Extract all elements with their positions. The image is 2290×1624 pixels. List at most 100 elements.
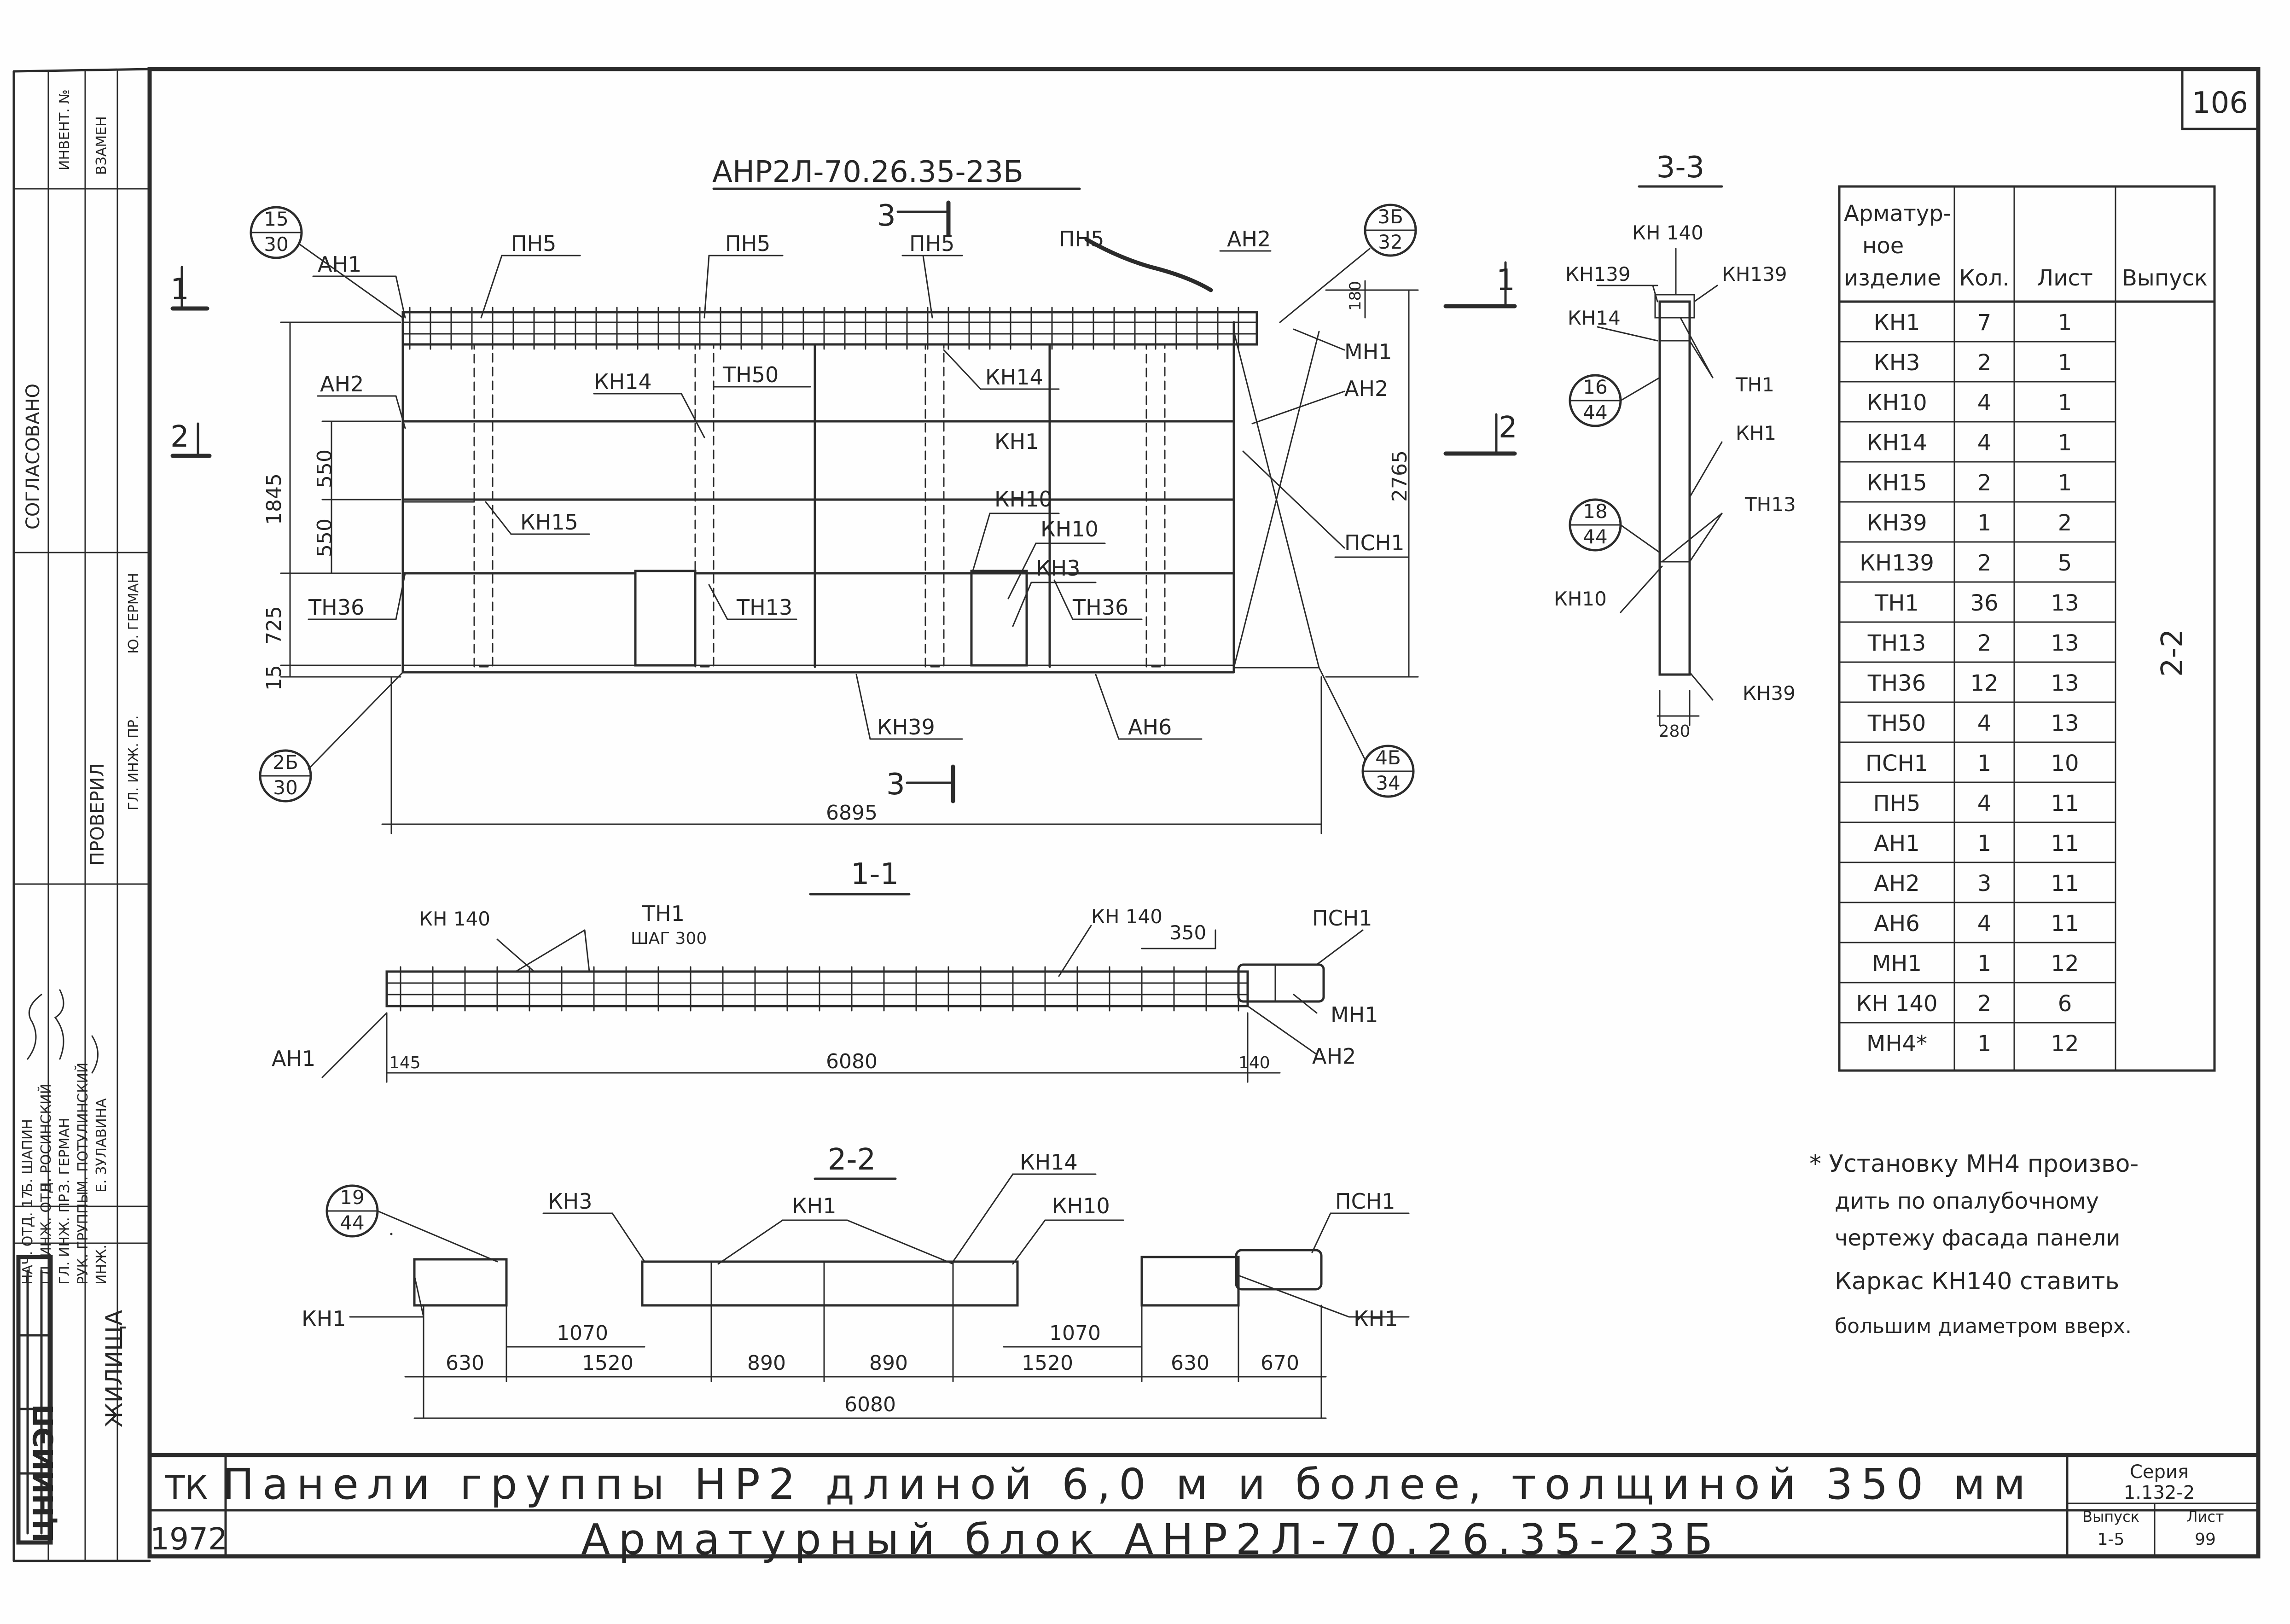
svg-text:180: 180 [1346, 281, 1365, 311]
svg-text:Каркас КН140 ставить: Каркас КН140 ставить [1835, 1268, 2119, 1295]
svg-text:350: 350 [1169, 921, 1206, 944]
table-cell-item: КН1 [1874, 310, 1920, 336]
stamp-vzamen: ВЗАМЕН [93, 116, 110, 175]
table-cell-item: ТН50 [1867, 710, 1926, 736]
table-cell-sheet: 11 [2051, 911, 2079, 937]
svg-text:15: 15 [262, 665, 286, 691]
table-cell-sheet: 12 [2051, 1031, 2079, 1057]
svg-text:140: 140 [1238, 1054, 1270, 1072]
svg-text:КН 140: КН 140 [419, 908, 490, 930]
svg-text:ТН50: ТН50 [722, 362, 779, 387]
svg-text:550: 550 [313, 518, 337, 557]
table-cell-qty: 1 [1977, 510, 1992, 536]
svg-text:1.132-2: 1.132-2 [2124, 1482, 2195, 1503]
svg-text:19: 19 [340, 1186, 364, 1209]
svg-text:Лист: Лист [2186, 1508, 2224, 1525]
table-cell-sheet: 1 [2058, 310, 2072, 336]
table-cell-qty: 4 [1977, 911, 1992, 937]
svg-text:ПСН1: ПСН1 [1344, 530, 1405, 555]
svg-text:30: 30 [273, 776, 297, 799]
title-block [147, 1453, 2261, 1558]
table-cell-qty: 3 [1977, 871, 1992, 896]
detail-callouts-elevation [250, 204, 1417, 803]
table-cell-qty: 1 [1977, 951, 1992, 977]
stamp-checker-role: ГЛ. ИНЖ. ПР. [126, 716, 142, 811]
table-cell-qty: 2 [1977, 991, 1992, 1017]
svg-text:1: 1 [1496, 263, 1515, 297]
svg-text:1070: 1070 [557, 1321, 608, 1345]
table-cell-item: АН6 [1874, 911, 1919, 937]
svg-text:КН139: КН139 [1565, 263, 1631, 285]
svg-text:КН 140: КН 140 [1632, 221, 1703, 244]
svg-text:ГЛ. ИНЖ. ПР.: ГЛ. ИНЖ. ПР. [57, 1190, 73, 1285]
table-cell-item: ТН36 [1867, 670, 1926, 696]
svg-text:145: 145 [389, 1054, 421, 1072]
table-cell-sheet: 1 [2058, 350, 2072, 376]
svg-text:ПН5: ПН5 [511, 231, 556, 256]
table-cell-item: КН15 [1866, 470, 1927, 496]
svg-text:ПСН1: ПСН1 [1335, 1189, 1395, 1214]
svg-text:670: 670 [1261, 1351, 1299, 1375]
table-cell-qty: 4 [1977, 430, 1992, 456]
table-cell-item: МН4* [1866, 1031, 1927, 1057]
section-2-2-view: 2-2 [325, 1143, 1410, 1419]
svg-text:2: 2 [170, 420, 189, 454]
table-cell-sheet: 13 [2051, 630, 2079, 656]
svg-text:32: 32 [1378, 231, 1402, 253]
table-cell-sheet: 5 [2058, 550, 2072, 576]
svg-text:НАЧ. ОТД. 17: НАЧ. ОТД. 17 [20, 1190, 36, 1285]
table-cell-qty: 1 [1977, 831, 1992, 856]
svg-text:1520: 1520 [1022, 1351, 1073, 1375]
svg-text:15: 15 [264, 208, 288, 230]
stamp-signatures: Б. ШАПИН Н. РОСИНСКИЙ З. ГЕРМАН М. ПОТУЛ… [20, 989, 110, 1285]
svg-text:ТН1: ТН1 [642, 901, 685, 926]
stamp-provereno: ПРОВЕРИЛ [87, 763, 108, 866]
svg-text:Выпуск: Выпуск [2082, 1508, 2139, 1525]
svg-text:2Б: 2Б [273, 751, 298, 774]
svg-text:чертежу фасада панели: чертежу фасада панели [1835, 1225, 2120, 1251]
table-cell-item: КН10 [1866, 390, 1927, 416]
svg-text:725: 725 [262, 606, 286, 645]
svg-text:44: 44 [1583, 401, 1607, 424]
table-cell-sheet: 1 [2058, 390, 2072, 416]
svg-text:М. ПОТУЛИНСКИЙ: М. ПОТУЛИНСКИЙ [75, 1063, 91, 1193]
svg-text:ное: ное [1862, 233, 1904, 259]
section-2-2-title: 2-2 [828, 1143, 876, 1177]
svg-text:1070: 1070 [1049, 1321, 1101, 1345]
table-cell-sheet: 1 [2058, 470, 2072, 496]
section-3-3-view: 3-3 [1569, 151, 1723, 726]
svg-text:2765: 2765 [1388, 450, 1412, 502]
table-cell-qty: 2 [1977, 630, 1992, 656]
table-cell-qty: 2 [1977, 550, 1992, 576]
stamp-zhilishcha: ЖИЛИЩА [101, 1310, 128, 1427]
svg-text:АН1: АН1 [272, 1046, 315, 1071]
svg-text:1: 1 [170, 273, 189, 307]
svg-text:КН14: КН14 [594, 369, 652, 394]
svg-text:550: 550 [313, 449, 337, 488]
svg-text:Е. ЗУЛАВИНА: Е. ЗУЛАВИНА [93, 1098, 110, 1193]
svg-text:КН39: КН39 [877, 715, 935, 739]
svg-text:большим диаметром вверх.: большим диаметром вверх. [1835, 1315, 2132, 1338]
title-line-2: Арматурный блок АНР2Л-70.26.35-23Б [581, 1515, 1721, 1564]
svg-text:34: 34 [1376, 772, 1400, 794]
title-line-1: Панели группы НР2 длиной 6,0 м и более, … [222, 1460, 2034, 1509]
svg-text:Кол.: Кол. [1959, 265, 2009, 291]
svg-text:КН10: КН10 [1040, 517, 1099, 541]
stamp-checker-name: Ю. ГЕРМАН [126, 573, 142, 654]
section-1-1-title: 1-1 [851, 857, 899, 891]
svg-text:1520: 1520 [582, 1351, 634, 1375]
table-cell-item: ПСН1 [1866, 751, 1928, 776]
svg-text:Серия: Серия [2130, 1461, 2189, 1483]
svg-text:дить по опалубочному: дить по опалубочному [1835, 1188, 2099, 1214]
svg-text:КН14: КН14 [985, 365, 1043, 390]
institute-logo: ЦНИИЭП ЖИЛИЩА [16, 1255, 128, 1545]
table-cell-sheet: 2 [2058, 510, 2072, 536]
svg-text:* Установку МН4 произво-: * Установку МН4 произво- [1809, 1150, 2139, 1178]
svg-text:630: 630 [1171, 1351, 1209, 1375]
svg-text:16: 16 [1583, 376, 1607, 398]
table-cell-item: АН2 [1874, 871, 1919, 896]
table-cell-sheet: 11 [2051, 871, 2079, 896]
